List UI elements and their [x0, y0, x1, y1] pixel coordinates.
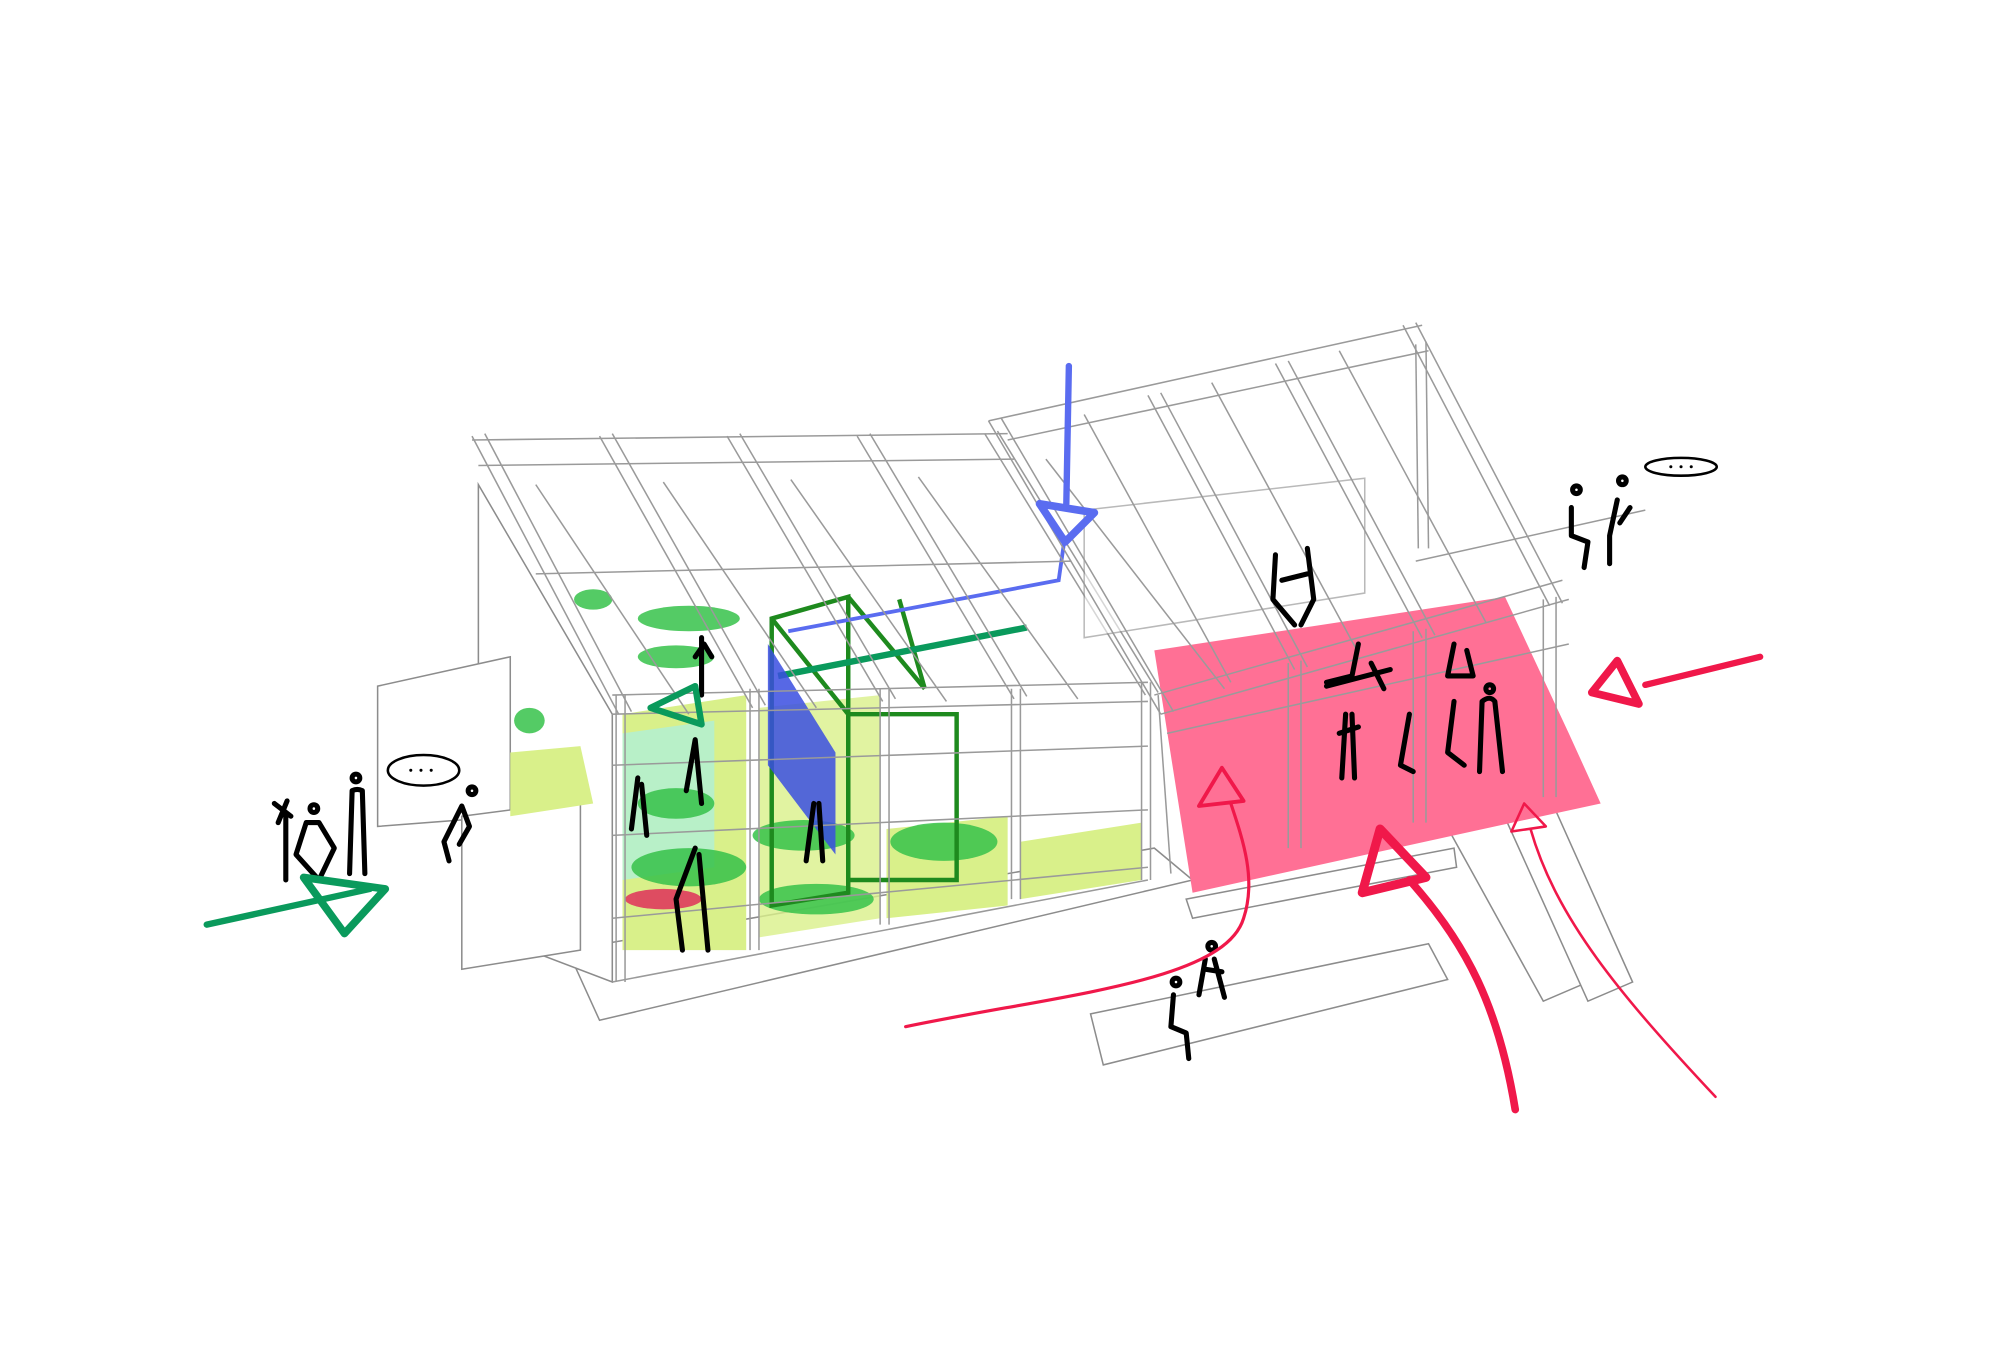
green-entry-arrow: [203, 682, 705, 938]
right-pavilion-structure: [987, 322, 1646, 874]
person-figure: [673, 845, 711, 953]
person-figure: [271, 798, 294, 883]
person-figure: [1445, 641, 1476, 768]
person-figure: [1397, 711, 1416, 775]
green-frame: [769, 593, 959, 909]
rafters: [471, 430, 1159, 715]
person-figure: [1196, 939, 1228, 1000]
left-pavilion-structure: [471, 430, 1159, 983]
person-figure: [1323, 641, 1393, 692]
red-entry-arrow-thin-right: [1510, 802, 1717, 1099]
speech-bubble: [1644, 456, 1719, 477]
person-figure: [441, 784, 479, 864]
left-wall-panels: [376, 481, 614, 984]
person-figure: [347, 771, 368, 877]
rafters: [987, 322, 1564, 715]
green-beam: [777, 624, 1028, 680]
person-figure: [1568, 483, 1591, 571]
gathering-zone: [1154, 596, 1601, 893]
red-entry-arrow-curve-left: [904, 765, 1251, 1029]
blue-gutter: [787, 535, 1067, 634]
blue-rain-arrow: [1035, 362, 1099, 546]
red-entry-arrow-front-large: [1357, 824, 1520, 1114]
speech-bubble: [386, 753, 461, 787]
person-figure: [692, 635, 715, 698]
person-figure: [1607, 474, 1633, 567]
posts: [615, 682, 1152, 983]
person-figure: [293, 802, 337, 883]
person-figure: [803, 800, 826, 864]
person-figure: [1168, 975, 1192, 1062]
person-figure: [1476, 682, 1506, 775]
person-figure: [1336, 711, 1361, 781]
person-figure: [683, 737, 705, 807]
person-figure: [1270, 545, 1317, 628]
person-figure: [628, 775, 650, 838]
red-entry-arrow-right: [1587, 653, 1764, 708]
people-figures: [271, 474, 1633, 1062]
